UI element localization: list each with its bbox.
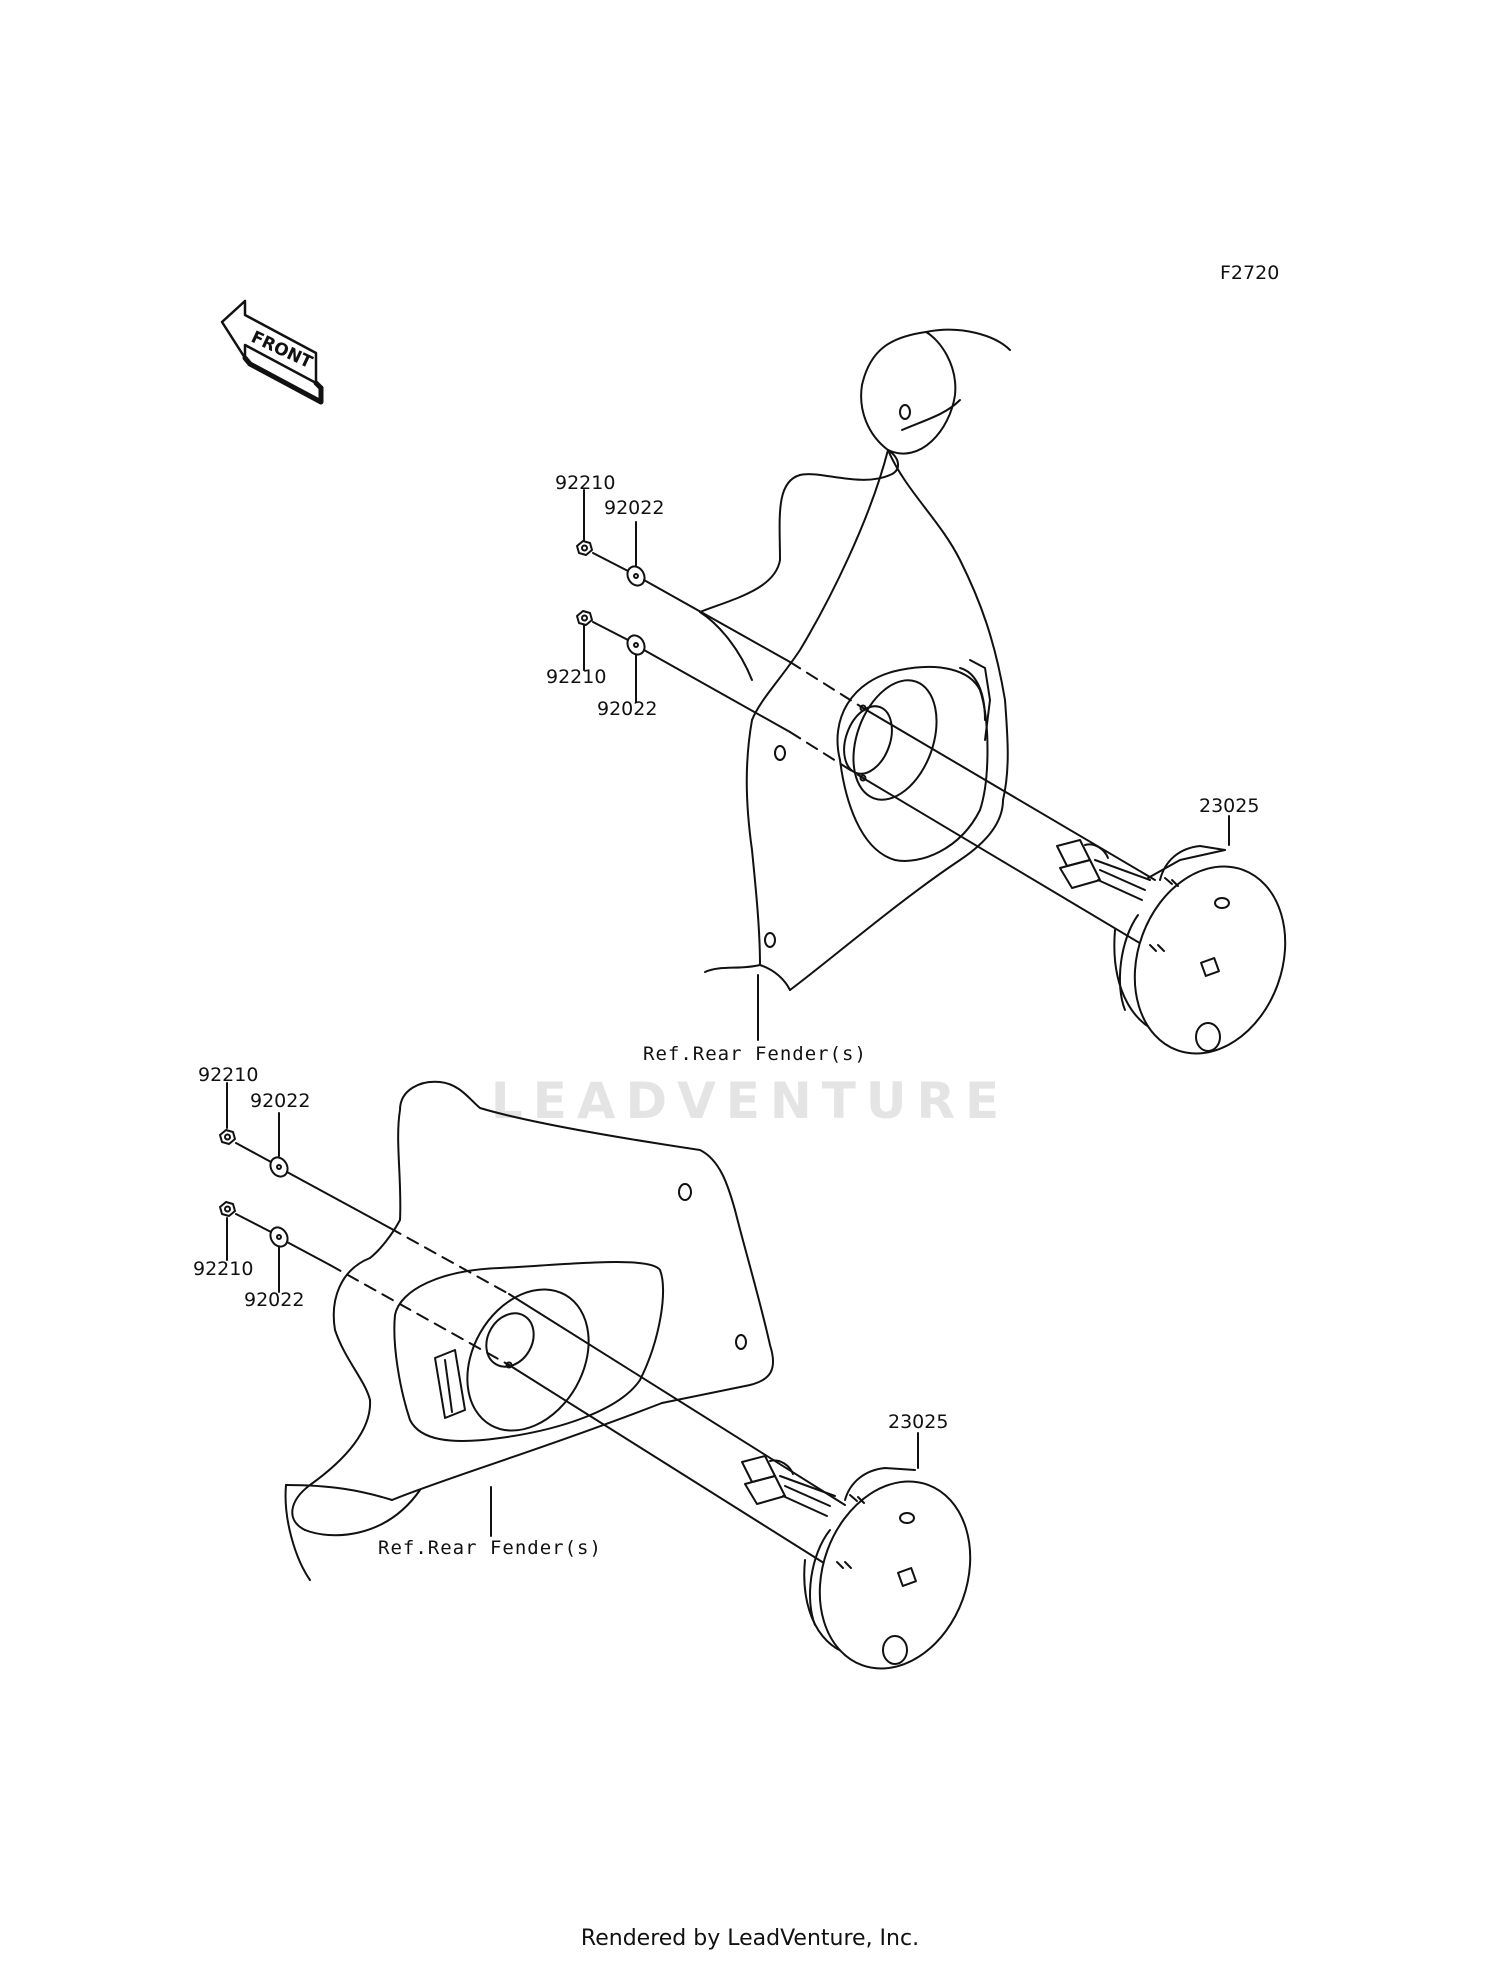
bottom-part-number-washer-upper[interactable]: 92022 bbox=[250, 1090, 311, 1112]
bottom-washer-lower-icon bbox=[267, 1224, 291, 1249]
bottom-fender-panel bbox=[286, 1082, 774, 1580]
bottom-part-number-speaker[interactable]: 23025 bbox=[888, 1411, 949, 1433]
bottom-part-number-nut-upper[interactable]: 92210 bbox=[198, 1064, 259, 1086]
top-part-number-nut-upper[interactable]: 92210 bbox=[555, 472, 616, 494]
top-fender-panel bbox=[700, 330, 1010, 1040]
top-speaker-icon bbox=[1057, 816, 1310, 1075]
top-nut-upper-icon bbox=[577, 541, 592, 555]
top-washer-upper-icon bbox=[624, 563, 648, 588]
watermark: LEADVENTURE bbox=[490, 1072, 1010, 1130]
footer-credit: Rendered by LeadVenture, Inc. bbox=[580, 1926, 920, 1951]
bottom-speaker-icon bbox=[742, 1433, 995, 1690]
top-part-number-speaker[interactable]: 23025 bbox=[1199, 795, 1260, 817]
top-ref-rear-fender[interactable]: Ref.Rear Fender(s) bbox=[643, 1043, 867, 1065]
front-arrow-icon: FRONT bbox=[222, 301, 321, 402]
top-nut-lower-icon bbox=[577, 611, 592, 625]
bottom-part-number-washer-lower[interactable]: 92022 bbox=[244, 1289, 305, 1311]
bottom-nut-upper-icon bbox=[220, 1130, 235, 1144]
top-part-number-nut-lower[interactable]: 92210 bbox=[546, 666, 607, 688]
top-part-number-washer-lower[interactable]: 92022 bbox=[597, 698, 658, 720]
diagram-code: F2720 bbox=[1220, 262, 1280, 284]
bottom-ref-rear-fender[interactable]: Ref.Rear Fender(s) bbox=[378, 1537, 602, 1559]
top-part-number-washer-upper[interactable]: 92022 bbox=[604, 497, 665, 519]
bottom-nut-lower-icon bbox=[220, 1202, 235, 1216]
bottom-part-number-nut-lower[interactable]: 92210 bbox=[193, 1258, 254, 1280]
top-washer-lower-icon bbox=[624, 632, 648, 657]
bottom-washer-upper-icon bbox=[267, 1154, 291, 1179]
